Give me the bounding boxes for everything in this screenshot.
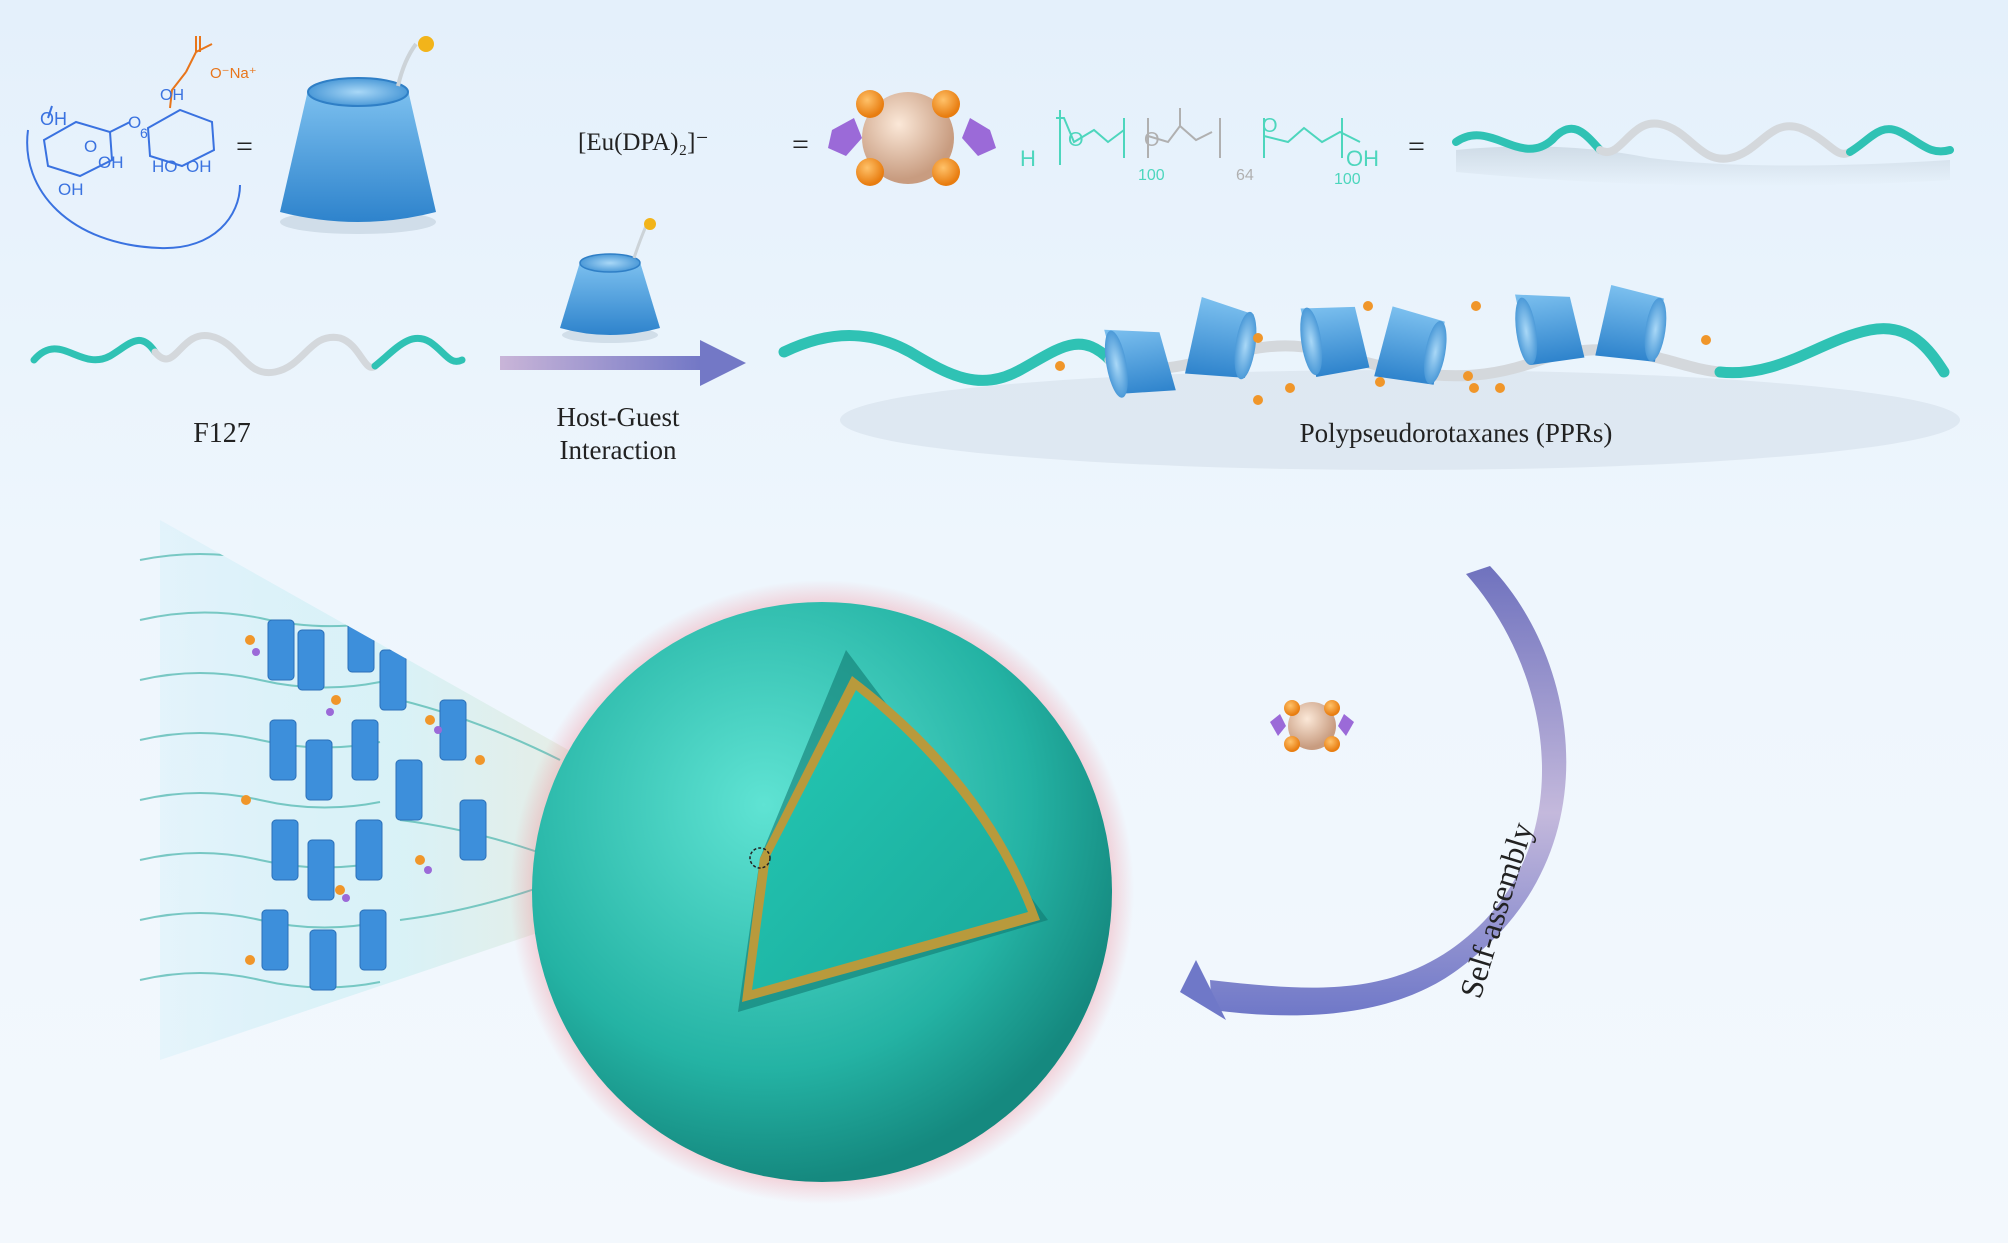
cd-rings-on-chain xyxy=(1104,285,1667,398)
carboxylate-dots xyxy=(1055,301,1711,405)
magnified-ppr-cone xyxy=(139,520,760,1060)
eu-complex-icon xyxy=(1270,700,1354,752)
self-assembly-label: Self-assembly xyxy=(1452,818,1539,1002)
equals-sign: = xyxy=(1408,130,1425,163)
cd-structure: OH O OH OH O 6 HO OH OH O⁻Na⁺ xyxy=(26,36,257,250)
ring-oxygen-label: O xyxy=(84,137,97,156)
cd-cone-icon xyxy=(560,218,660,343)
oh-label: OH xyxy=(160,87,184,104)
peo-repeat-count: 100 xyxy=(1334,171,1361,188)
eu-complex-icon xyxy=(828,90,996,186)
oh-label: OH xyxy=(186,157,212,176)
reaction-label-line2: Interaction xyxy=(560,435,677,465)
f127-oxygen: O xyxy=(1262,115,1278,137)
reaction-label-line1: Host-Guest xyxy=(557,402,680,432)
carboxylate-label: O⁻Na⁺ xyxy=(210,65,257,82)
micelle-sphere xyxy=(510,580,1134,1204)
eu-formula: [Eu(DPA)₂]⁻ xyxy=(578,129,709,156)
self-assembly-arrow xyxy=(1180,566,1567,1020)
oh-label: OH xyxy=(58,180,84,199)
glycosidic-oxygen-label: O xyxy=(128,113,141,132)
f127-terminal-oh: OH xyxy=(1346,146,1379,171)
peo-repeat-count: 100 xyxy=(1138,167,1165,184)
equals-sign: = xyxy=(236,130,253,163)
reaction-arrow xyxy=(500,340,746,386)
f127-terminal-h: H xyxy=(1020,146,1036,171)
ppo-repeat-count: 64 xyxy=(1236,167,1254,184)
f127-oxygen: O xyxy=(1068,129,1084,151)
ho-label: HO xyxy=(152,157,178,176)
repeat-subscript: 6 xyxy=(140,125,148,141)
f127-label: F127 xyxy=(193,418,251,449)
cd-cone-icon xyxy=(280,36,436,234)
f127-structure xyxy=(1056,108,1361,165)
oh-label: OH xyxy=(40,109,67,129)
f127-chain xyxy=(30,332,466,377)
f127-oxygen: O xyxy=(1144,129,1160,151)
ppr-chain xyxy=(778,323,1960,470)
f127-chain-icon xyxy=(1452,119,1954,186)
zoom-marker xyxy=(749,847,771,869)
equals-sign: = xyxy=(792,128,809,161)
pprs-label: Polypseudorotaxanes (PPRs) xyxy=(1300,418,1613,448)
oh-label: OH xyxy=(98,153,124,172)
